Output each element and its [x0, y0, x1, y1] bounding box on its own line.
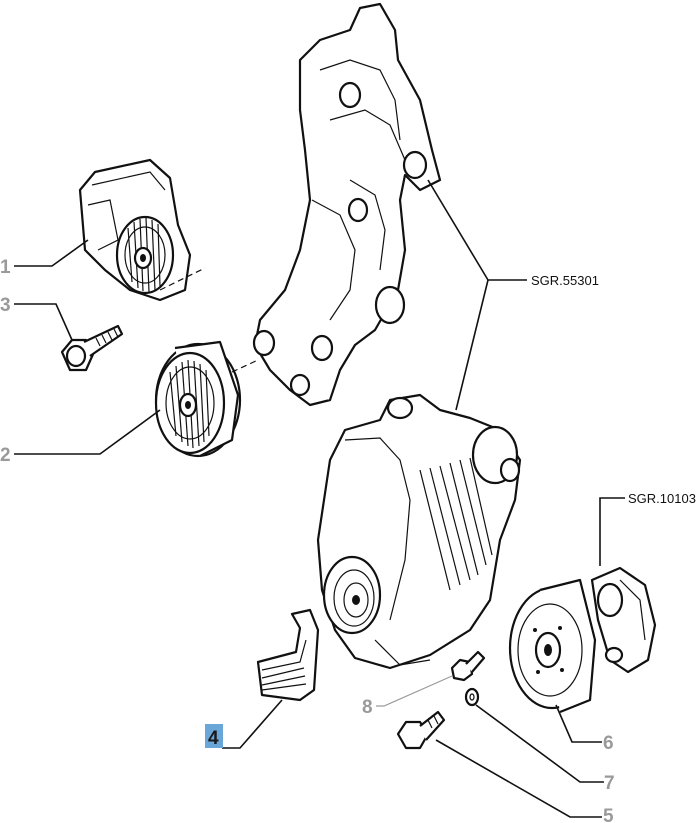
- crankshaft-pulley-part[interactable]: [508, 578, 597, 714]
- callout-2: 2: [0, 445, 11, 466]
- idler-pulley-part[interactable]: [154, 340, 259, 458]
- leader-sgr10103: [599, 497, 625, 566]
- alternator-part[interactable]: [316, 393, 522, 670]
- callout-5: 5: [603, 806, 614, 823]
- callout-7: 7: [604, 773, 615, 794]
- mounting-bracket-part[interactable]: [252, 2, 442, 407]
- tensioner-assembly-part[interactable]: [78, 158, 206, 302]
- leader-4: [222, 699, 283, 749]
- drive-belt-part[interactable]: [256, 608, 320, 702]
- leader-8: [376, 675, 453, 707]
- pulley-hub-part[interactable]: [590, 566, 657, 674]
- leader-6: [555, 704, 602, 743]
- ref-sgr-10103[interactable]: SGR.10103: [628, 491, 696, 506]
- bolt-part-5[interactable]: [396, 710, 446, 750]
- callout-4-highlight: [205, 724, 223, 748]
- bolt-part-3[interactable]: [60, 324, 124, 372]
- bolt-part-8[interactable]: [450, 650, 486, 682]
- leader-1: [14, 239, 89, 267]
- callout-6: 6: [603, 733, 614, 754]
- leader-lines: [14, 179, 625, 818]
- leader-3: [14, 303, 73, 341]
- leader-sgr55301: [427, 179, 527, 411]
- washer-part-7[interactable]: [464, 687, 480, 707]
- callout-1: 1: [0, 257, 11, 278]
- leader-7: [475, 704, 604, 783]
- callout-3: 3: [0, 295, 11, 316]
- callout-8: 8: [362, 697, 373, 718]
- callout-4[interactable]: 4: [208, 728, 219, 749]
- leader-2: [14, 409, 161, 455]
- ref-sgr-55301[interactable]: SGR.55301: [531, 273, 599, 288]
- leader-5: [435, 739, 602, 818]
